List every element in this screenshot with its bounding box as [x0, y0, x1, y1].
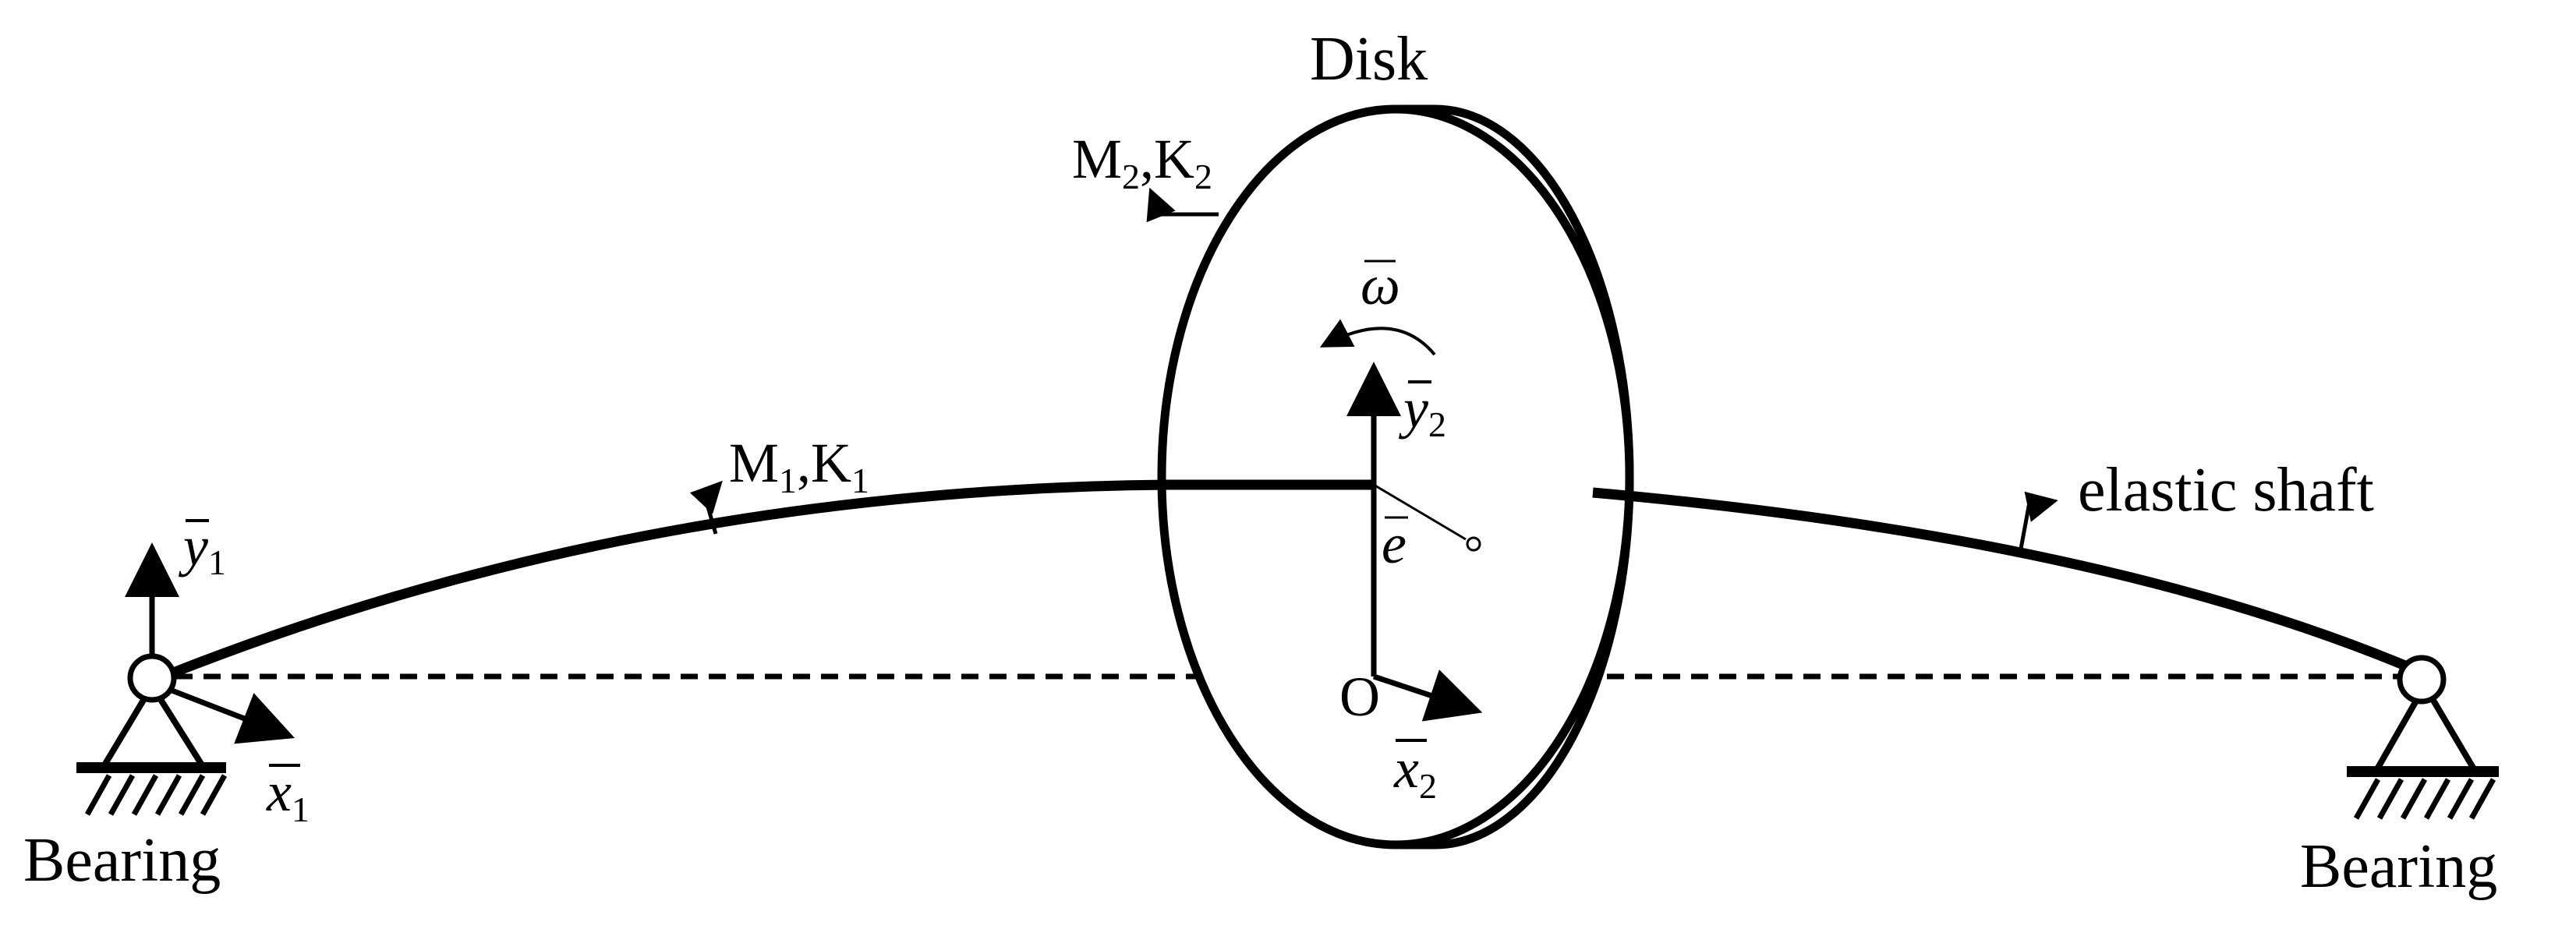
elastic-shaft-label: elastic shaft — [2078, 456, 2374, 525]
shaft-left-segment — [173, 479, 1169, 677]
x1-symbol: x — [266, 761, 292, 823]
disk-prop-k-sub: 2 — [1194, 157, 1212, 196]
x1-axis-arrow — [168, 687, 295, 744]
disk-face — [1157, 104, 1634, 849]
elastic-shaft-leader — [2017, 491, 2058, 558]
shaft-right-segment — [1592, 487, 2422, 676]
disk-label: Disk — [1310, 25, 1428, 94]
right-bearing — [2347, 655, 2499, 820]
disk-prop-m-sub: 2 — [1122, 157, 1140, 196]
right-bearing-label: Bearing — [2300, 832, 2497, 901]
x2-subscript: 2 — [1419, 766, 1437, 806]
mass-center-dot — [1466, 536, 1481, 552]
shaft-prop-m: M — [729, 432, 779, 494]
shaft-prop-k-sub: 1 — [851, 461, 869, 500]
x2-label: x2 — [1393, 737, 1437, 806]
disk-prop-k: K — [1154, 128, 1194, 190]
y1-symbol: y — [178, 515, 208, 577]
disk-prop-sep: , — [1140, 128, 1154, 190]
left-bearing — [76, 653, 228, 816]
shaft-prop-sep: , — [797, 432, 811, 494]
origin-label: O — [1339, 666, 1380, 728]
x1-label: x1 — [266, 761, 310, 829]
shaft-prop-m-sub: 1 — [779, 461, 797, 500]
rotation-arrow — [1319, 319, 1436, 356]
y2-subscript: 2 — [1428, 404, 1446, 444]
shaft-prop-label: M1,K1 — [729, 432, 869, 500]
shaft-prop-k: K — [811, 432, 851, 494]
omega-label: ω — [1361, 254, 1400, 316]
left-bearing-label: Bearing — [23, 826, 221, 895]
y2-label: y2 — [1398, 377, 1446, 444]
y1-subscript: 1 — [208, 542, 226, 582]
disk-prop-label: M2,K2 — [1072, 128, 1212, 196]
disk-prop-leader — [1146, 187, 1219, 223]
x2-symbol: x — [1393, 737, 1419, 800]
y2-symbol: y — [1398, 377, 1428, 440]
x2-axis-arrow — [1372, 669, 1483, 722]
eccentricity-line — [1373, 483, 1467, 541]
disk-prop-m: M — [1072, 128, 1122, 190]
shaft-prop-leader — [689, 480, 723, 535]
y1-label: y1 — [178, 515, 226, 582]
x1-subscript: 1 — [292, 789, 310, 829]
eccentricity-label: e — [1382, 513, 1407, 575]
